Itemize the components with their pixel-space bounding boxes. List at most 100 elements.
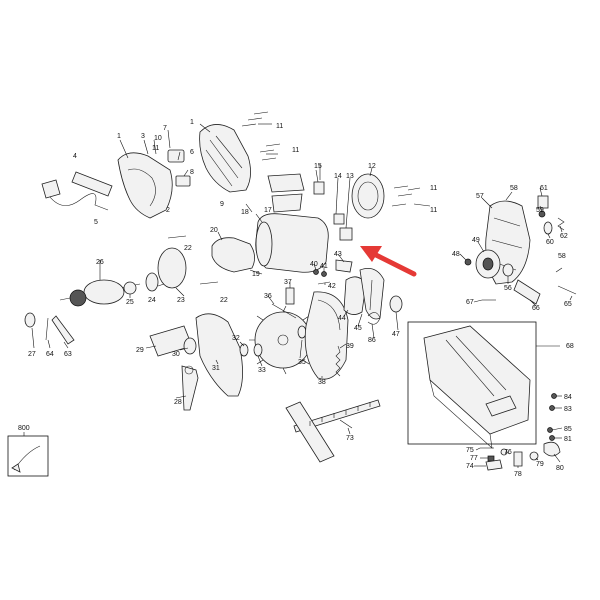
part-label: 2 xyxy=(166,207,170,214)
part-label: 4 xyxy=(73,153,77,160)
saw-blade-bore xyxy=(277,334,289,346)
part-label: 23 xyxy=(177,297,185,304)
bracket-66 xyxy=(513,279,541,305)
part-label: 76 xyxy=(504,449,512,456)
part-label: 12 xyxy=(368,163,376,170)
handle-inner-ribs xyxy=(205,135,243,187)
flange-32 xyxy=(239,343,249,357)
part-label: 81 xyxy=(564,436,572,443)
part-label: 17 xyxy=(264,207,272,214)
washer-56 xyxy=(502,263,514,277)
handle-grip-detail xyxy=(127,168,156,207)
part-label: 75 xyxy=(466,447,474,454)
part-label: 84 xyxy=(564,394,572,401)
switch-body xyxy=(167,149,185,163)
armature-core xyxy=(83,279,125,305)
part-label: 66 xyxy=(532,305,540,312)
base-plate-bracket xyxy=(485,395,517,417)
part-label: 11 xyxy=(152,145,159,152)
base-plate-edge xyxy=(429,379,493,449)
part-label: 10 xyxy=(154,135,162,142)
screws-11-group xyxy=(167,111,413,285)
bearing-24 xyxy=(145,272,159,292)
part-label: 80 xyxy=(556,465,564,472)
part-label: 56 xyxy=(504,285,512,292)
part-label: 30 xyxy=(172,351,180,358)
part-label: 25 xyxy=(126,299,134,306)
baffle-23 xyxy=(157,247,187,289)
part-label: 8 xyxy=(190,169,194,176)
switch-block xyxy=(175,175,191,187)
part-label: 64 xyxy=(46,351,54,358)
bracket-74 xyxy=(485,459,503,471)
lever-28 xyxy=(181,365,199,411)
part-label: 11 xyxy=(292,147,299,154)
part-label: 58 xyxy=(510,185,518,192)
part-label: 29 xyxy=(136,347,144,354)
spindle-30 xyxy=(183,337,197,355)
spring-62 xyxy=(557,217,565,231)
cord-protector xyxy=(71,171,113,197)
spring-39 xyxy=(335,345,341,377)
flange-33 xyxy=(253,343,263,357)
part-label: 83 xyxy=(564,406,572,413)
part-label: 79 xyxy=(536,461,544,468)
handle-half-left xyxy=(117,152,173,219)
screw-85 xyxy=(547,427,553,433)
arm-43 xyxy=(335,259,353,273)
bracket-37 xyxy=(285,287,295,305)
screw-48 xyxy=(464,258,472,266)
brush-holder-a xyxy=(313,181,325,195)
brush-holder-c xyxy=(339,227,353,241)
part-label: 44 xyxy=(338,315,346,322)
part-label: 60 xyxy=(546,239,554,246)
part-label: 39 xyxy=(346,343,354,350)
part-label: 57 xyxy=(476,193,484,200)
clamp-washer-35 xyxy=(297,325,307,339)
part-label: 33 xyxy=(258,367,266,374)
part-label: 26 xyxy=(96,259,104,266)
nameplate xyxy=(267,173,305,193)
arrow-shaft xyxy=(371,251,417,277)
nameplate-sticker xyxy=(271,193,303,213)
part-label: 15 xyxy=(314,163,322,170)
screw-84 xyxy=(551,393,557,399)
key-64 xyxy=(45,317,49,341)
screw-81 xyxy=(549,435,555,441)
knob-78 xyxy=(513,451,523,467)
part-label: 68 xyxy=(566,343,574,350)
lever-61 xyxy=(537,195,549,209)
part-label: 41 xyxy=(320,263,328,270)
part-label: 7 xyxy=(163,125,167,132)
arrow-head xyxy=(360,246,382,262)
part-label: 86 xyxy=(368,337,376,344)
cap-80 xyxy=(543,441,561,457)
part-label: 73 xyxy=(346,435,354,442)
pin-36 xyxy=(271,303,297,319)
motor-housing-end xyxy=(255,221,273,267)
part-label: 63 xyxy=(64,351,72,358)
part-label: 35 xyxy=(298,359,306,366)
part-label: 65 xyxy=(564,301,572,308)
part-label: 36 xyxy=(264,293,272,300)
fan-cover xyxy=(351,173,385,219)
part-label: 61 xyxy=(540,185,548,192)
cord-plug xyxy=(41,179,61,199)
part-label: 19 xyxy=(252,271,260,278)
part-label: 20 xyxy=(210,227,218,234)
screw-40 xyxy=(313,269,319,275)
part-label: 77 xyxy=(470,455,478,462)
nut-77 xyxy=(487,455,495,462)
rip-fence-arm xyxy=(285,401,335,463)
part-label: 78 xyxy=(514,471,522,478)
part-label: 40 xyxy=(310,261,318,268)
part-label: 1 xyxy=(190,119,194,126)
lever-28-eye xyxy=(184,365,194,375)
pin-65 xyxy=(557,285,577,295)
part-label: 14 xyxy=(334,173,342,180)
part-label: 85 xyxy=(564,426,572,433)
part-label: 45 xyxy=(354,325,362,332)
screw-41 xyxy=(321,271,327,277)
depth-plate-slot xyxy=(369,279,373,311)
